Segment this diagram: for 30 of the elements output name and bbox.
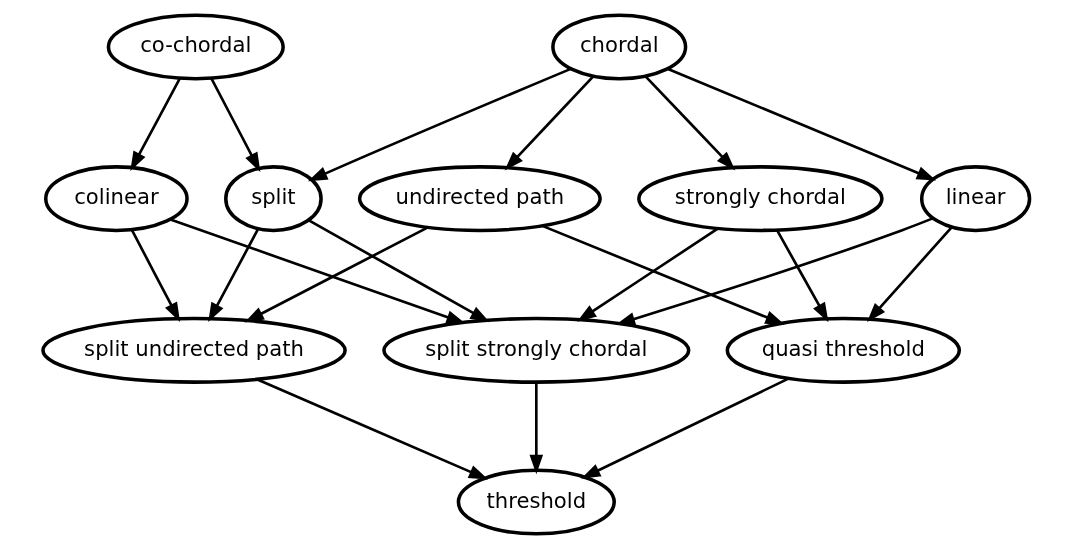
node-ellipse: threshold bbox=[456, 468, 616, 536]
node-ellipse: quasi threshold bbox=[725, 316, 962, 384]
node-ellipse: colinear bbox=[44, 165, 189, 233]
node-ellipse: strongly chordal bbox=[637, 165, 884, 233]
arrow bbox=[529, 382, 544, 475]
arrow bbox=[667, 67, 937, 181]
node-ellipse: undirected path bbox=[357, 165, 602, 233]
arrow bbox=[308, 219, 490, 323]
node-ellipse: co-chordal bbox=[106, 13, 285, 81]
arrow bbox=[867, 226, 953, 323]
arrow bbox=[581, 377, 789, 479]
node-ellipse: chordal bbox=[551, 13, 688, 81]
node-ellipse: split undirected path bbox=[41, 316, 347, 384]
arrow bbox=[130, 78, 181, 171]
arrow bbox=[644, 75, 736, 171]
arrow bbox=[577, 227, 719, 322]
arrow bbox=[541, 224, 785, 325]
arrow bbox=[256, 378, 489, 480]
arrow bbox=[210, 78, 261, 172]
arrow bbox=[308, 67, 572, 182]
arrow bbox=[130, 229, 181, 322]
arrow bbox=[776, 229, 829, 323]
arrow bbox=[170, 218, 466, 324]
node-ellipse: split strongly chordal bbox=[382, 316, 691, 384]
arrow bbox=[504, 75, 594, 171]
arrow bbox=[244, 226, 429, 323]
node-ellipse: split bbox=[224, 165, 323, 233]
arrow bbox=[208, 228, 260, 323]
arrow bbox=[615, 217, 934, 326]
node-ellipse: linear bbox=[919, 165, 1032, 233]
